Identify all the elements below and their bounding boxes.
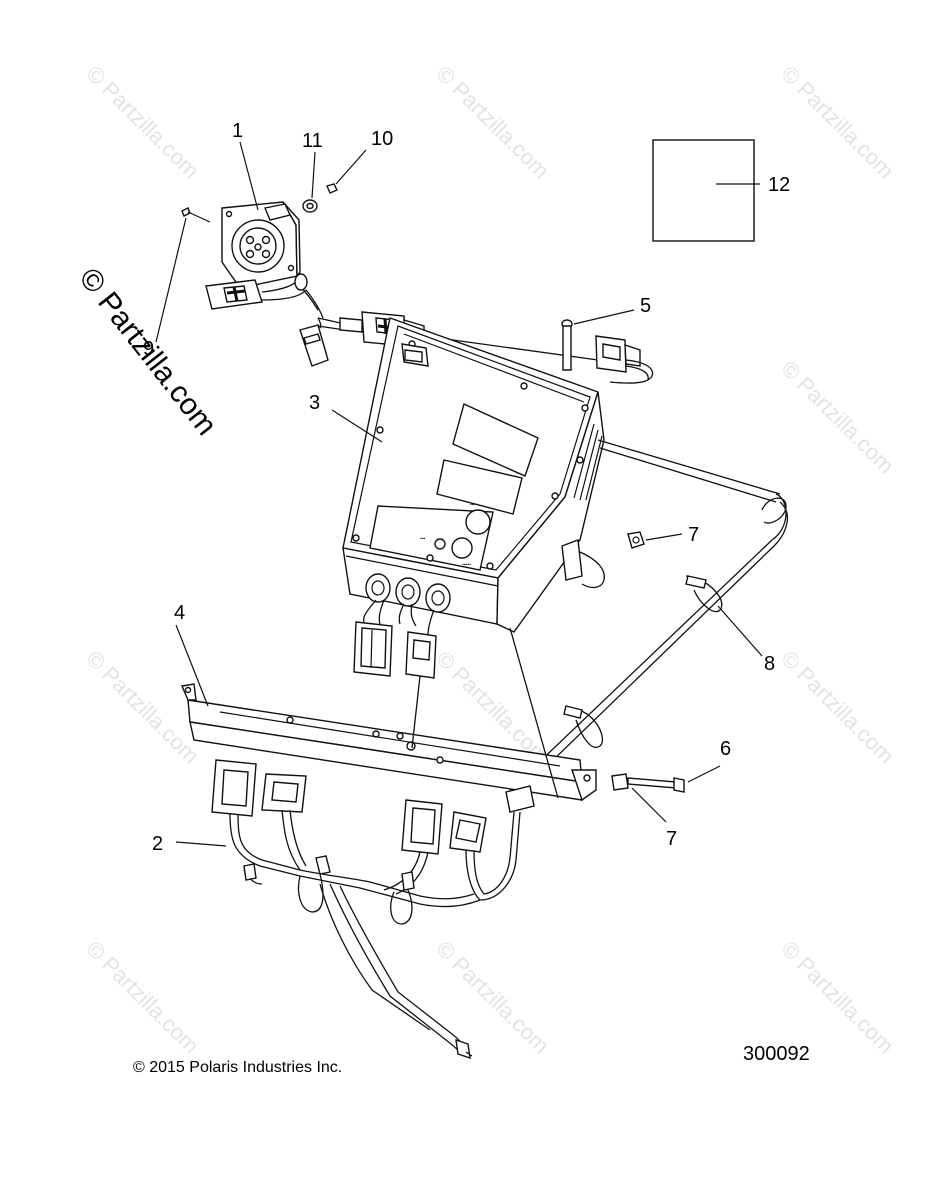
watermark-tile: © Partzilla.com: [776, 61, 899, 184]
copyright-notice: © 2015 Polaris Industries Inc.: [133, 1059, 342, 1076]
callout-5: 5: [640, 295, 651, 317]
callout-12: 12: [768, 174, 790, 196]
callout-9: 9: [143, 338, 154, 360]
controller-lead-wire: [411, 675, 421, 749]
screw-9: [181, 207, 211, 223]
controller-label-text: ▪▪▪▪▪: [462, 562, 471, 568]
watermark-tile: © Partzilla.com: [431, 936, 554, 1059]
callout-7-upper: 7: [688, 524, 699, 546]
callout-4: 4: [174, 602, 185, 624]
callout-11: 11: [302, 130, 323, 152]
right-connector: [595, 335, 654, 384]
washer-11: [302, 199, 318, 213]
charge-receptacle: [221, 201, 301, 289]
watermark-tile: © Partzilla.com: [776, 356, 899, 479]
callout-1: 1: [232, 120, 243, 142]
callout-3: 3: [309, 392, 320, 414]
nut-10: [326, 183, 338, 194]
nut-7-lower: [611, 773, 629, 791]
motor-controller: ▪▪▪▪▪ ▪▪▪ ▪▪▪▪▪: [342, 317, 605, 637]
callout-10: 10: [371, 128, 393, 150]
controller-label-text: ▪▪▪▪▪: [470, 502, 479, 508]
watermark-tile: © Partzilla.com: [776, 936, 899, 1059]
watermark-tile: © Partzilla.com: [81, 646, 204, 769]
rod-handle-8: [509, 439, 789, 797]
nut-7-upper: [627, 531, 645, 549]
controller-ground-wire: [509, 627, 559, 799]
controller-connector-small: [405, 631, 437, 679]
receptacle-connector: [205, 273, 324, 319]
watermark-tile: © Partzilla.com: [81, 61, 204, 184]
bracket-bar-4: [181, 683, 597, 802]
bolt-6: [627, 777, 685, 793]
leader-lines: [155, 141, 763, 847]
wire-harness-2: [211, 759, 535, 1060]
callout-8: 8: [764, 653, 775, 675]
watermark-tile: © Partzilla.com: [431, 61, 554, 184]
watermark-tile: © Partzilla.com: [81, 936, 204, 1059]
watermark-tile: © Partzilla.com: [776, 646, 899, 769]
label-decal-12: [652, 139, 755, 242]
sensor-connector: [299, 317, 329, 367]
callout-7-lower: 7: [666, 828, 677, 850]
controller-label-text: ▪▪▪: [420, 536, 426, 542]
controller-connector-large: [353, 621, 393, 677]
bolt-5: [561, 319, 573, 371]
diagram-number: 300092: [743, 1043, 810, 1065]
callout-6: 6: [720, 738, 731, 760]
callout-2: 2: [152, 833, 163, 855]
